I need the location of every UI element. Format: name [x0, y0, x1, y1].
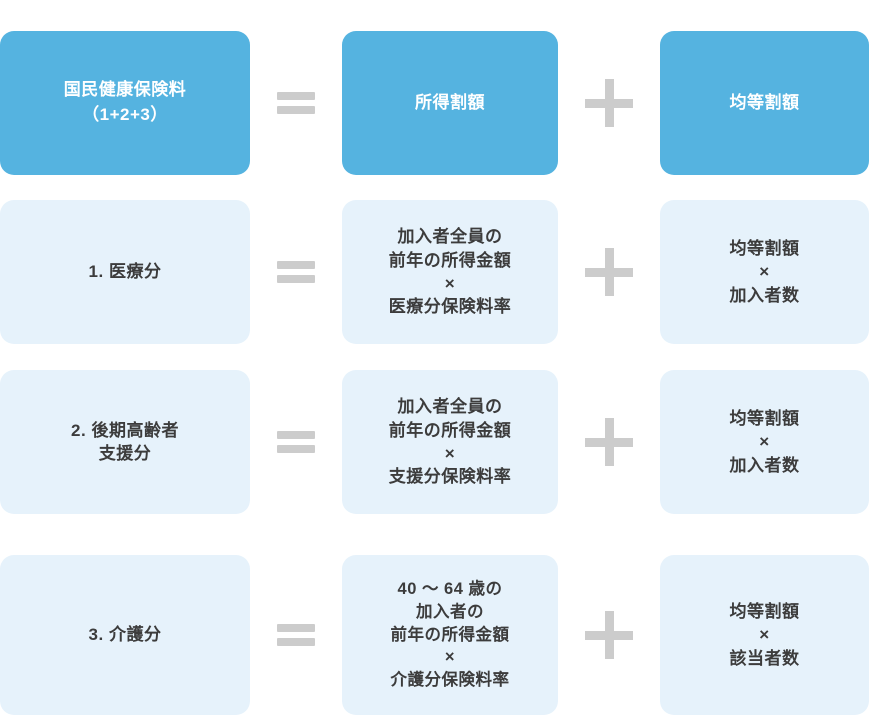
operator-equals	[250, 370, 342, 514]
box-percapita-amount-label: 均等割額	[729, 93, 800, 113]
box-elderly-support-portion: 2. 後期高齢者 支援分	[0, 370, 250, 514]
box-nursing-care-percapita-formula: 均等割額 × 該当者数	[660, 555, 869, 715]
operator-plus	[558, 370, 660, 514]
box-income-based-amount: 所得割額	[342, 31, 558, 175]
formula-row-total: 国民健康保険料 （1+2+3） 所得割額 均等割額	[0, 31, 869, 175]
cell-term-3: 均等割額	[660, 31, 869, 175]
formula-row-nursing-care: 3. 介護分 40 〜 64 歳の 加入者の 前年の所得金額 × 介護分保険料率…	[0, 555, 869, 715]
cell-term-3: 均等割額 × 加入者数	[660, 200, 869, 344]
clipped-heading-strip	[0, 0, 869, 8]
plus-icon	[585, 611, 633, 659]
box-medical-percapita-formula-label: 均等割額 × 加入者数	[729, 238, 800, 305]
box-medical-percapita-formula: 均等割額 × 加入者数	[660, 200, 869, 344]
box-medical-income-formula: 加入者全員の 前年の所得金額 × 医療分保険料率	[342, 200, 558, 344]
box-nursing-care-percapita-formula-label: 均等割額 × 該当者数	[729, 601, 800, 668]
box-elderly-support-percapita-formula: 均等割額 × 加入者数	[660, 370, 869, 514]
box-nursing-care-portion-label: 3. 介護分	[88, 625, 162, 645]
formula-row-medical: 1. 医療分 加入者全員の 前年の所得金額 × 医療分保険料率 均等割額 × 加…	[0, 200, 869, 344]
box-income-based-amount-label: 所得割額	[415, 93, 485, 113]
box-medical-income-formula-label: 加入者全員の 前年の所得金額 × 医療分保険料率	[388, 227, 512, 317]
box-total-premium: 国民健康保険料 （1+2+3）	[0, 31, 250, 175]
plus-icon	[585, 248, 633, 296]
operator-plus	[558, 555, 660, 715]
cell-term-2: 加入者全員の 前年の所得金額 × 医療分保険料率	[342, 200, 558, 344]
cell-term-1: 1. 医療分	[0, 200, 250, 344]
plus-icon	[585, 79, 633, 127]
equals-icon	[277, 261, 315, 283]
formula-row-elderly-support: 2. 後期高齢者 支援分 加入者全員の 前年の所得金額 × 支援分保険料率 均等…	[0, 370, 869, 514]
cell-term-2: 40 〜 64 歳の 加入者の 前年の所得金額 × 介護分保険料率	[342, 555, 558, 715]
plus-icon	[585, 418, 633, 466]
cell-term-3: 均等割額 × 該当者数	[660, 555, 869, 715]
equals-icon	[277, 431, 315, 453]
box-nursing-care-income-formula-label: 40 〜 64 歳の 加入者の 前年の所得金額 × 介護分保険料率	[390, 580, 510, 690]
box-total-premium-label: 国民健康保険料 （1+2+3）	[63, 80, 187, 124]
box-elderly-support-income-formula: 加入者全員の 前年の所得金額 × 支援分保険料率	[342, 370, 558, 514]
box-percapita-amount: 均等割額	[660, 31, 869, 175]
box-nursing-care-portion: 3. 介護分	[0, 555, 250, 715]
cell-term-1: 3. 介護分	[0, 555, 250, 715]
operator-equals	[250, 31, 342, 175]
box-nursing-care-income-formula: 40 〜 64 歳の 加入者の 前年の所得金額 × 介護分保険料率	[342, 555, 558, 715]
box-medical-portion: 1. 医療分	[0, 200, 250, 344]
operator-equals	[250, 200, 342, 344]
cell-term-3: 均等割額 × 加入者数	[660, 370, 869, 514]
cell-term-1: 2. 後期高齢者 支援分	[0, 370, 250, 514]
operator-plus	[558, 31, 660, 175]
operator-plus	[558, 200, 660, 344]
box-elderly-support-percapita-formula-label: 均等割額 × 加入者数	[729, 408, 800, 475]
cell-term-1: 国民健康保険料 （1+2+3）	[0, 31, 250, 175]
operator-equals	[250, 555, 342, 715]
cell-term-2: 所得割額	[342, 31, 558, 175]
box-elderly-support-portion-label: 2. 後期高齢者 支援分	[71, 420, 179, 463]
equals-icon	[277, 624, 315, 646]
box-elderly-support-income-formula-label: 加入者全員の 前年の所得金額 × 支援分保険料率	[388, 397, 512, 487]
box-medical-portion-label: 1. 医療分	[88, 262, 162, 282]
cell-term-2: 加入者全員の 前年の所得金額 × 支援分保険料率	[342, 370, 558, 514]
equals-icon	[277, 92, 315, 114]
